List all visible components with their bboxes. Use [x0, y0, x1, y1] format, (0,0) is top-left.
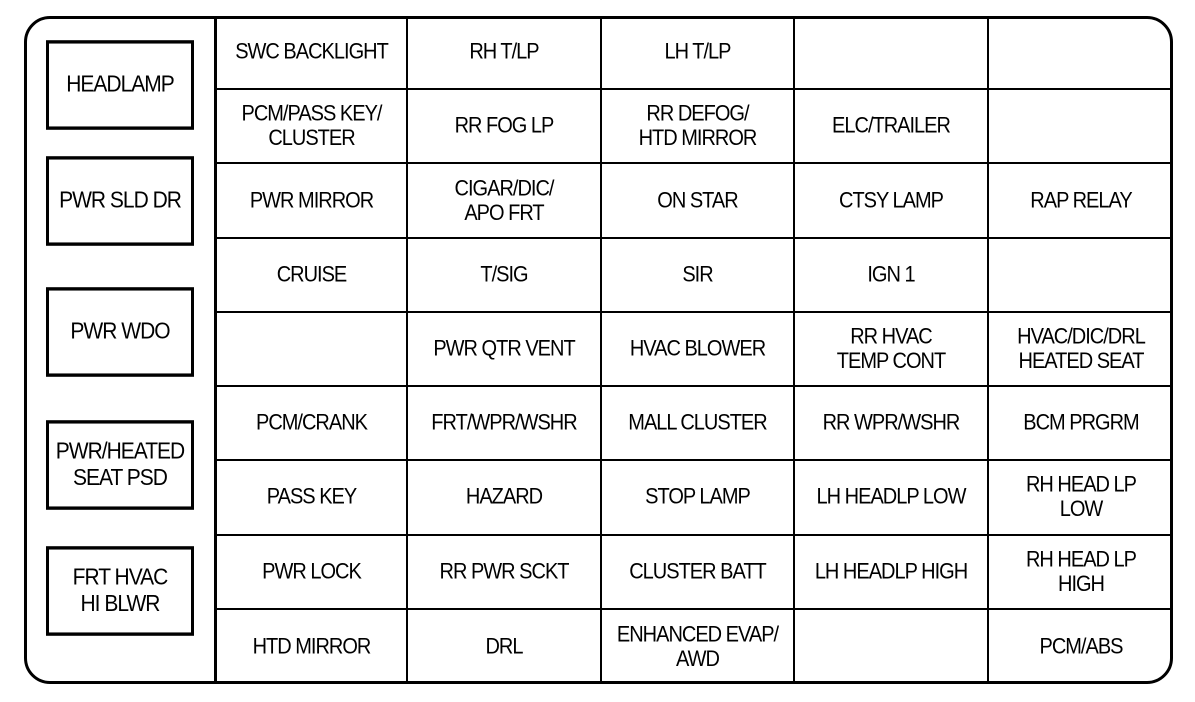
fuse-label: SWC BACKLIGHT	[235, 39, 389, 65]
fuse-cell: ON STAR	[602, 164, 795, 239]
fuse-label: PWR QTR VENT	[433, 336, 575, 362]
fuse-label: LH HEADLP HIGH	[814, 559, 968, 584]
fuse-cell: RH T/LP	[408, 16, 602, 91]
fuse-label: CTSY LAMP	[839, 188, 944, 213]
fuse-label: HVAC BLOWER	[629, 336, 766, 362]
fuse-label: ON STAR	[657, 188, 738, 213]
fuse-cell: IGN 1	[795, 238, 989, 313]
fuse-cell: RR PWR SCKT	[408, 535, 602, 610]
fuse-cell: CIGAR/DIC/ APO FRT	[408, 164, 602, 239]
fuse-cell	[795, 609, 989, 684]
fuse-label: SIR	[682, 262, 713, 288]
fuse-label: HTD MIRROR	[252, 634, 372, 660]
fuse-cell: CTSY LAMP	[795, 164, 989, 239]
fuse-cell: PCM/CRANK	[217, 387, 408, 462]
fuse-cell: HVAC BLOWER	[602, 312, 795, 388]
fuse-label: CIGAR/DIC/ APO FRT	[454, 175, 555, 226]
fuse-label: ELC/TRAILER	[832, 114, 951, 139]
fuse-label: BCM PRGRM	[1023, 410, 1139, 436]
fuse-cell: BCM PRGRM	[989, 387, 1173, 462]
fuse-label: MALL CLUSTER	[628, 410, 767, 436]
fuse-cell	[217, 312, 408, 388]
fuse-cell: PCM/PASS KEY/ CLUSTER	[217, 90, 408, 165]
fuse-cell: RH HEAD LP LOW	[989, 461, 1173, 536]
fuse-cell: RAP RELAY	[989, 164, 1173, 239]
fuse-cell: PCM/ABS	[989, 610, 1173, 684]
fuse-cell	[989, 16, 1173, 91]
fuse-label: RAP RELAY	[1030, 188, 1132, 213]
fuse-label: RH HEAD LP HIGH	[1025, 547, 1137, 597]
fuse-cell: MALL CLUSTER	[602, 387, 795, 462]
fuse-cell: DRL	[408, 609, 602, 684]
fuse-cell: HAZARD	[408, 461, 602, 536]
fuse-cell: STOP LAMP	[602, 461, 795, 536]
fuse-cell: ELC/TRAILER	[795, 90, 989, 165]
fuse-label: ENHANCED EVAP/ AWD	[616, 622, 779, 672]
fuse-cell: ENHANCED EVAP/ AWD	[602, 609, 795, 684]
fuse-label: RH HEAD LP LOW	[1025, 472, 1137, 523]
fuse-cell: RR DEFOG/ HTD MIRROR	[602, 90, 795, 165]
fuse-cell: RR FOG LP	[408, 90, 602, 165]
relay-pwr-heated-seat-psd: PWR/HEATED SEAT PSD	[46, 420, 194, 510]
fuse-label: PCM/PASS KEY/ CLUSTER	[241, 101, 382, 151]
fuse-label: IGN 1	[867, 262, 915, 288]
fuse-cell: FRT/WPR/WSHR	[408, 387, 602, 462]
fuse-label: DRL	[485, 634, 523, 660]
fuse-panel-outline	[24, 16, 1173, 684]
fuse-cell: HTD MIRROR	[217, 609, 408, 684]
relay-pwr-sld-dr: PWR SLD DR	[46, 156, 194, 246]
relay-headlamp: HEADLAMP	[46, 40, 194, 130]
fuse-label: PCM/CRANK	[255, 410, 368, 436]
fuse-cell: HVAC/DIC/DRL HEATED SEAT	[989, 313, 1173, 388]
fuse-label: PCM/ABS	[1039, 634, 1123, 660]
fuse-label: RR WPR/WSHR	[822, 410, 961, 436]
fuse-cell: LH HEADLP LOW	[795, 461, 989, 536]
fuse-cell: PWR LOCK	[217, 535, 408, 610]
fuse-cell: PWR QTR VENT	[408, 312, 602, 388]
fuse-cell: SWC BACKLIGHT	[217, 16, 408, 91]
fuse-label: RR PWR SCKT	[439, 559, 570, 584]
fuse-cell: CRUISE	[217, 238, 408, 313]
fuse-cell: RR WPR/WSHR	[795, 387, 989, 462]
fuse-label: RR HVAC TEMP CONT	[836, 324, 946, 374]
fuse-label: CLUSTER BATT	[629, 559, 767, 584]
fuse-label: PWR MIRROR	[249, 188, 374, 213]
fuse-label: T/SIG	[480, 262, 528, 288]
fuse-label: HVAC/DIC/DRL HEATED SEAT	[1017, 324, 1146, 374]
fuse-label: RH T/LP	[469, 39, 539, 65]
fuse-label: PASS KEY	[266, 485, 357, 510]
relay-frt-hvac-hi-blwr: FRT HVAC HI BLWR	[46, 546, 194, 636]
fuse-cell: RR HVAC TEMP CONT	[795, 312, 989, 388]
fuse-label: PWR LOCK	[262, 559, 362, 584]
fuse-cell: T/SIG	[408, 238, 602, 313]
fuse-cell: PWR MIRROR	[217, 164, 408, 239]
fuse-label: RR DEFOG/ HTD MIRROR	[638, 101, 758, 151]
fuse-cell	[795, 16, 989, 91]
fuse-label: RR FOG LP	[454, 114, 555, 139]
fuse-cell: CLUSTER BATT	[602, 535, 795, 610]
fuse-label: STOP LAMP	[645, 485, 751, 510]
fuse-label: LH T/LP	[664, 39, 732, 65]
fuse-label: LH HEADLP LOW	[816, 485, 967, 510]
fuse-cell: LH T/LP	[602, 16, 795, 91]
fuse-cell: SIR	[602, 238, 795, 313]
fuse-cell: PASS KEY	[217, 461, 408, 536]
fuse-label: FRT/WPR/WSHR	[431, 410, 577, 436]
fuse-cell	[989, 239, 1173, 313]
fuse-grid: SWC BACKLIGHT RH T/LP LH T/LP PCM/PASS KEY/…	[214, 16, 1173, 684]
relay-pwr-wdo: PWR WDO	[46, 287, 194, 377]
fuse-label: HAZARD	[465, 485, 543, 510]
fuse-cell: LH HEADLP HIGH	[795, 535, 989, 610]
fuse-cell: RH HEAD LP HIGH	[989, 536, 1173, 610]
fuse-cell	[989, 90, 1173, 165]
fuse-label: CRUISE	[276, 262, 348, 288]
